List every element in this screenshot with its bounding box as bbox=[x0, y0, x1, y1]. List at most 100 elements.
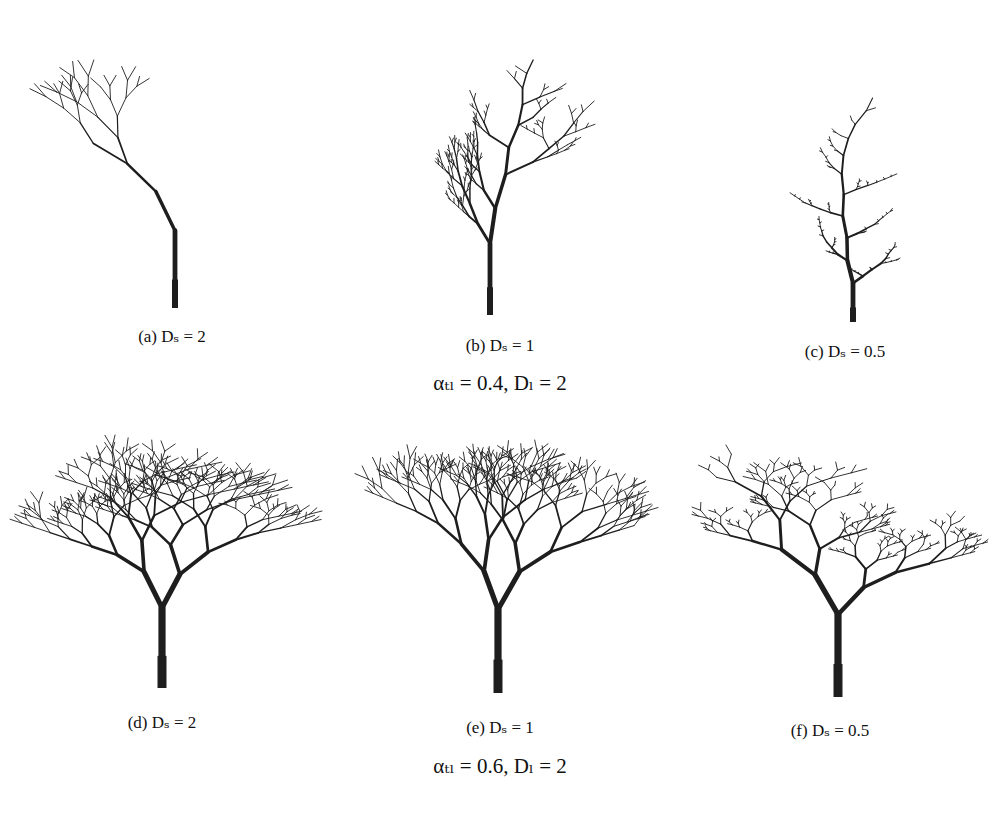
tree-branch bbox=[484, 111, 486, 115]
tree-branch bbox=[112, 447, 115, 462]
tree-branch bbox=[773, 507, 788, 511]
tree-branch bbox=[858, 273, 863, 276]
tree-branch bbox=[204, 463, 207, 470]
tree-branch bbox=[143, 470, 152, 479]
tree-branch bbox=[754, 463, 766, 472]
tree-branch bbox=[827, 166, 830, 168]
tree-branch bbox=[470, 104, 474, 107]
tree-branch bbox=[123, 494, 124, 506]
tree-branch bbox=[82, 508, 86, 520]
tree-branch bbox=[446, 191, 447, 195]
tree-branch bbox=[790, 492, 792, 495]
tree-branch bbox=[470, 90, 474, 100]
tree-branch bbox=[128, 494, 131, 517]
tree-branch bbox=[521, 467, 526, 474]
tree-branch bbox=[855, 483, 862, 488]
tree-branch bbox=[533, 129, 535, 134]
tree-branch bbox=[452, 157, 454, 165]
tree-branch bbox=[829, 207, 830, 210]
tree-branch bbox=[828, 203, 829, 204]
tree-branch bbox=[596, 477, 606, 483]
tree-branch bbox=[514, 79, 522, 89]
tree-branch bbox=[851, 269, 854, 271]
tree-branch bbox=[770, 460, 775, 464]
tree-branch bbox=[443, 168, 447, 172]
tree-branch bbox=[855, 483, 856, 488]
tree-branch bbox=[538, 120, 543, 123]
tree-branch bbox=[810, 200, 811, 202]
tree-branch bbox=[858, 521, 862, 524]
tree-branch bbox=[470, 178, 472, 182]
tree-branch bbox=[369, 479, 382, 488]
tree-branch bbox=[943, 522, 946, 524]
tree-branch bbox=[896, 258, 900, 260]
tree-branch bbox=[960, 516, 965, 521]
tree-branch bbox=[598, 520, 617, 528]
tree-branch bbox=[582, 504, 606, 511]
tree-branch bbox=[533, 149, 549, 163]
tree-branch bbox=[896, 259, 898, 260]
tree-branch bbox=[559, 490, 568, 494]
tree-branch bbox=[556, 151, 558, 154]
tree-branch bbox=[449, 162, 452, 170]
tree-branch bbox=[479, 477, 484, 484]
tree-branch bbox=[472, 180, 476, 184]
tree-branch bbox=[523, 485, 532, 494]
tree-branch bbox=[180, 495, 209, 503]
tree-branch bbox=[110, 476, 115, 482]
tree-branch bbox=[234, 468, 237, 475]
tree-branch bbox=[438, 523, 461, 544]
tree-branch bbox=[439, 161, 443, 164]
tree-branch bbox=[716, 512, 721, 516]
tree-branch bbox=[97, 514, 98, 525]
tree-branch bbox=[457, 200, 458, 202]
tree-branch bbox=[488, 468, 492, 473]
tree-branch bbox=[881, 258, 886, 263]
tree-branch bbox=[975, 535, 978, 537]
tree-branch bbox=[456, 500, 461, 518]
tree-branch bbox=[876, 180, 877, 182]
tree-branch bbox=[527, 60, 533, 73]
tree-branch bbox=[578, 468, 584, 480]
tree-branch bbox=[262, 511, 269, 520]
tree-branch bbox=[607, 485, 612, 492]
tree-branch bbox=[883, 514, 888, 518]
tree-branch bbox=[584, 480, 586, 494]
tree-branch bbox=[830, 213, 842, 216]
tree-branch bbox=[479, 123, 484, 130]
tree-branch bbox=[766, 471, 769, 484]
tree-branch bbox=[117, 98, 126, 116]
tree-branch bbox=[902, 548, 905, 551]
tree-branch bbox=[632, 507, 641, 515]
tree-branch bbox=[554, 474, 559, 479]
tree-branch bbox=[568, 463, 571, 470]
tree-branch bbox=[463, 205, 470, 216]
tree-branch bbox=[877, 219, 878, 220]
subfigure-caption: (e) Dₛ = 1 bbox=[466, 717, 534, 738]
tree-branch bbox=[923, 538, 924, 544]
tree-branch bbox=[900, 531, 902, 535]
tree-branch bbox=[82, 533, 92, 546]
tree-branch bbox=[805, 203, 812, 206]
tree-branch bbox=[564, 149, 569, 151]
tree-branch bbox=[866, 531, 872, 533]
tree-branch bbox=[465, 175, 466, 180]
tree-branch bbox=[500, 479, 505, 484]
tree-branch bbox=[891, 210, 893, 212]
tree-branch bbox=[182, 457, 187, 466]
tree-branch bbox=[470, 176, 471, 188]
tree-branch bbox=[925, 536, 928, 539]
tree-branch bbox=[518, 509, 523, 524]
tree-branch bbox=[721, 511, 727, 516]
tree-branch bbox=[544, 87, 549, 90]
tree-branch bbox=[548, 97, 556, 103]
tree-branch bbox=[470, 166, 471, 176]
tree-branch bbox=[62, 75, 71, 86]
tree-branch bbox=[860, 504, 864, 507]
tree-branch bbox=[373, 493, 383, 497]
tree-branch bbox=[898, 550, 903, 552]
tree-branch bbox=[795, 196, 800, 199]
tree-branch bbox=[955, 527, 961, 532]
tree-branch bbox=[853, 526, 857, 529]
tree-branch bbox=[857, 186, 860, 188]
